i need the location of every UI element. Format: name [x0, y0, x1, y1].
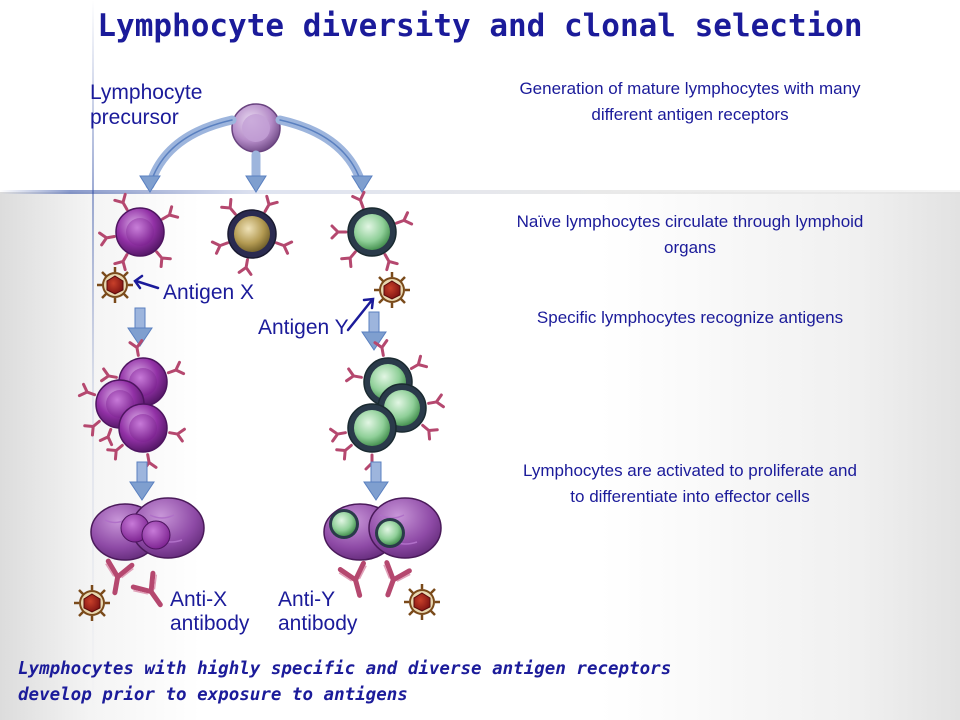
section-divider-line: [0, 190, 960, 194]
naive-description: Naïve lymphocytes circulate through lymp…: [440, 209, 940, 261]
antigen-x-bound: [72, 583, 112, 623]
footer-summary: Lymphocytes with highly specific and div…: [18, 656, 938, 708]
antigen-y-particle: [372, 270, 412, 310]
branch-arrows: [139, 115, 373, 193]
generation-description: Generation of mature lymphocytes with ma…: [440, 76, 940, 128]
naive-lymphocyte-x: [98, 192, 180, 272]
proliferating-x-clone: [77, 339, 186, 471]
effector-cells-y: [323, 497, 442, 561]
footer-line1: Lymphocytes with highly specific and div…: [18, 659, 672, 679]
antigen-y-pointer: [346, 297, 375, 332]
antigen-x-pointer: [133, 274, 160, 290]
precursor-label: Lymphocyte precursor: [90, 80, 202, 130]
specific-description: Specific lymphocytes recognize antigens: [536, 308, 844, 327]
left-accent-line: [92, 0, 94, 720]
anti-x-antibodies: [101, 561, 172, 613]
precursor-cell: [231, 103, 281, 153]
antigen-x-particle: [95, 265, 135, 305]
precursor-label-line2: precursor: [90, 106, 179, 129]
anti-x-label-line1: Anti-X: [170, 588, 228, 611]
activation-description: Lymphocytes are activated to proliferate…: [440, 458, 940, 510]
page-title: Lymphocyte diversity and clonal selectio…: [97, 8, 863, 44]
activation-line1: Lymphocytes are activated to proliferate…: [523, 461, 857, 480]
footer-line2: develop prior to exposure to antigens: [18, 685, 408, 705]
proliferating-y-clone: [329, 339, 445, 471]
naive-lymphocyte-y: [330, 190, 414, 272]
anti-x-antibody-label: Anti-X antibody: [170, 588, 249, 636]
differentiation-arrows: [129, 461, 389, 501]
antigen-y-bound: [402, 582, 442, 622]
generation-line2: different antigen receptors: [591, 105, 789, 124]
proliferation-arrows: [127, 307, 387, 351]
precursor-label-line1: Lymphocyte: [90, 81, 203, 104]
naive-lymphocyte-other: [210, 194, 294, 276]
effector-cells-x: [90, 497, 205, 561]
generation-line1: Generation of mature lymphocytes with ma…: [519, 79, 861, 98]
antigen-x-label: Antigen X: [163, 281, 255, 304]
activation-line2: to differentiate into effector cells: [570, 487, 810, 506]
anti-y-label-line1: Anti-Y: [278, 588, 336, 611]
antigen-y-label: Antigen Y: [258, 316, 349, 339]
naive-line1: Naïve lymphocytes circulate through lymp…: [516, 212, 864, 231]
anti-y-antibody-label: Anti-Y antibody: [278, 588, 357, 636]
anti-x-label-line2: antibody: [170, 612, 250, 635]
anti-y-label-line2: antibody: [278, 612, 358, 635]
naive-line2: organs: [664, 238, 716, 257]
